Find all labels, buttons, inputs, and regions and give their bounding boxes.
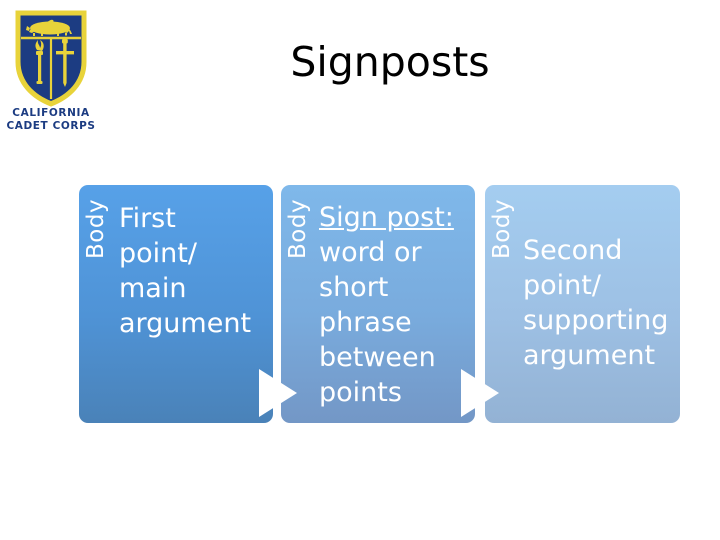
arrow-right-icon-2 [458, 363, 502, 423]
box-line: argument [119, 308, 252, 339]
box-line: point/ [119, 238, 197, 269]
box-label-body-2: Body [285, 198, 311, 259]
box-line-underlined: Sign post: [319, 200, 465, 235]
box-line: phrase [319, 307, 412, 338]
box-line: points [319, 377, 402, 408]
box-line: First [119, 203, 176, 234]
logo-line-2: CADET CORPS [7, 120, 95, 132]
torch-icon [35, 40, 44, 84]
box-label-body-1: Body [83, 198, 109, 259]
process-box-second-point[interactable]: Body Second point/ supporting argument [485, 185, 680, 423]
shield-emblem-icon: CALIFORNIA CADET CORPS [7, 10, 95, 132]
box-text-sign-post: Sign post: word or short phrase between … [319, 200, 465, 410]
box-text-first-point: First point/ main argument [119, 201, 263, 341]
box-line: point/ [523, 270, 601, 301]
process-box-sign-post[interactable]: Body Sign post: word or short phrase bet… [281, 185, 475, 423]
box-line: argument [523, 340, 656, 371]
box-line: word or [319, 237, 422, 268]
sign-post-lead: Sign post: [319, 202, 454, 233]
box-line: between [319, 342, 436, 373]
box-label-body-3: Body [489, 198, 515, 259]
arrow-right-icon-1 [256, 363, 300, 423]
process-box-first-point[interactable]: Body First point/ main argument [79, 185, 273, 423]
california-cadet-corps-logo: CALIFORNIA CADET CORPS [7, 6, 95, 132]
box-line: short [319, 272, 389, 303]
slide-title: Signposts [290, 38, 490, 86]
box-line: supporting [523, 305, 669, 336]
box-text-second-point: Second point/ supporting argument [523, 233, 670, 373]
box-line: Second [523, 235, 623, 266]
sword-icon [56, 39, 74, 87]
box-line: main [119, 273, 187, 304]
logo-line-1: CALIFORNIA [12, 107, 90, 119]
